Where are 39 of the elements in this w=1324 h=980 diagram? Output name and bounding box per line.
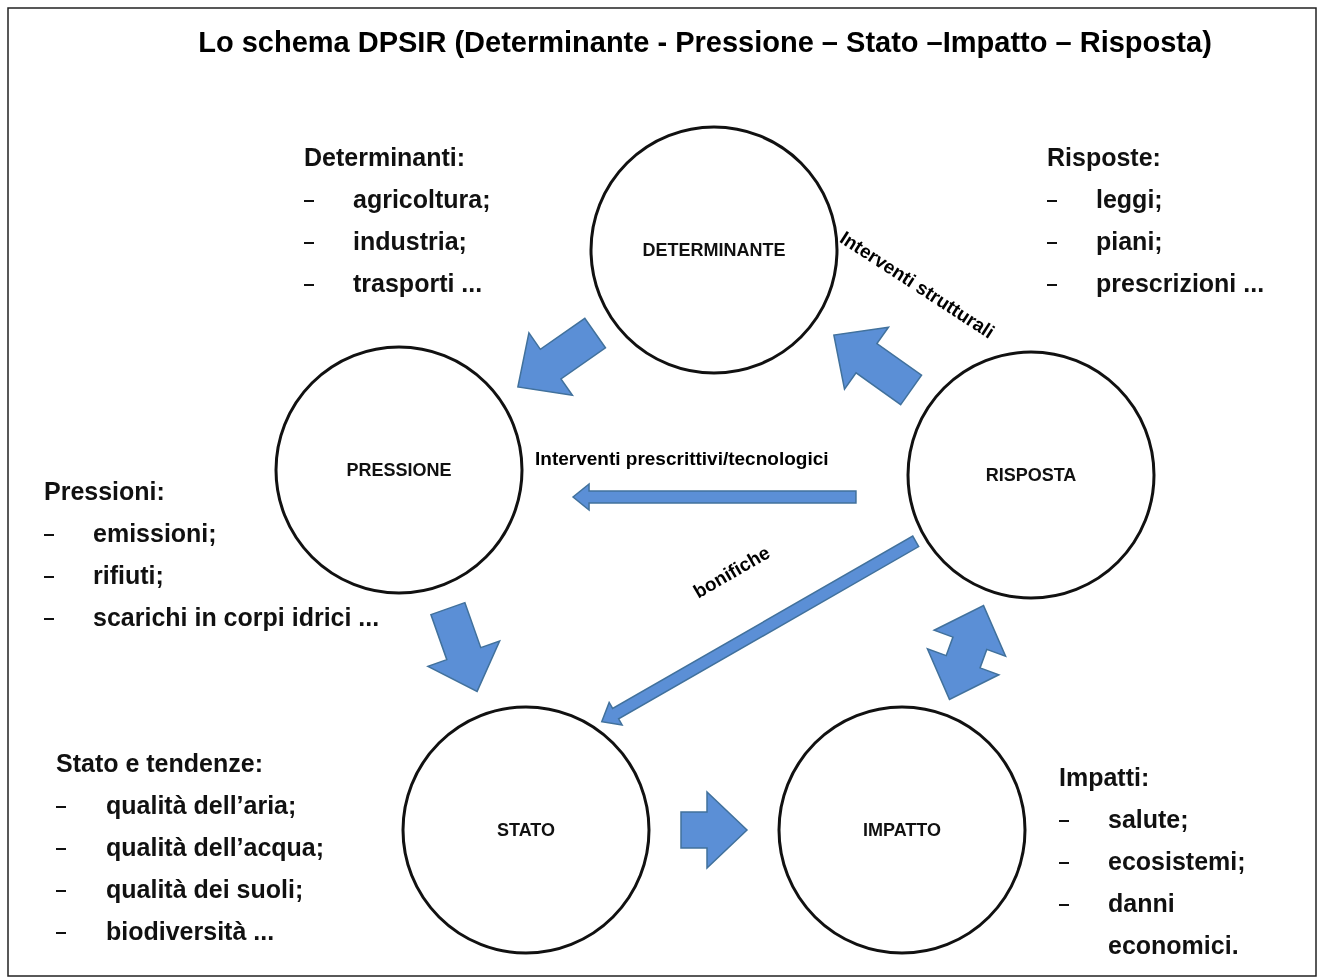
- state-circle: [906, 350, 1156, 600]
- list-item: danni economici.: [1108, 888, 1240, 961]
- list-item: salute;: [1108, 804, 1190, 835]
- list-item: qualità dell’aria;: [106, 790, 297, 821]
- list-heading: Impatti:: [1059, 762, 1150, 793]
- list-item: agricoltura;: [353, 184, 491, 215]
- arrow: [600, 535, 920, 726]
- circle-label: PRESSIONE: [346, 459, 452, 481]
- list-item: emissioni;: [93, 518, 217, 549]
- circle-label: RISPOSTA: [985, 464, 1077, 486]
- list-heading: Determinanti:: [304, 142, 466, 173]
- list-item: leggi;: [1096, 184, 1163, 215]
- list-item: piani;: [1096, 226, 1163, 257]
- list-item: qualità dell’acqua;: [106, 832, 325, 863]
- list-item: prescrizioni ...: [1096, 268, 1265, 299]
- circle-label: STATO: [497, 819, 555, 841]
- list-item: trasporti ...: [353, 268, 483, 299]
- block-arrow: [517, 317, 607, 397]
- title: Lo schema DPSIR (Determinante - Pressione – Stato –Impatto – Risposta): [197, 26, 1213, 59]
- list-heading: Stato e tendenze:: [56, 748, 263, 779]
- block-arrow: [426, 601, 501, 693]
- arrow: [571, 482, 857, 512]
- block-arrow: [926, 604, 1007, 701]
- state-circle: [589, 125, 839, 375]
- list-item: biodiversità ...: [106, 916, 275, 947]
- list-item: industria;: [353, 226, 467, 257]
- list-heading: Pressioni:: [44, 476, 165, 507]
- circle-label: DETERMINANTE: [642, 239, 786, 261]
- list-item: qualità dei suoli;: [106, 874, 304, 905]
- state-circle: [401, 705, 651, 955]
- circle-label: IMPATTO: [863, 819, 941, 841]
- state-circle: [777, 705, 1027, 955]
- list-item: rifiuti;: [93, 560, 164, 591]
- list-item: scarichi in corpi idrici ...: [93, 602, 380, 633]
- state-circle: [274, 345, 524, 595]
- block-arrow: [833, 326, 923, 406]
- block-arrow: [680, 790, 749, 870]
- list-item: ecosistemi;: [1108, 846, 1247, 877]
- list-heading: Risposte:: [1047, 142, 1161, 173]
